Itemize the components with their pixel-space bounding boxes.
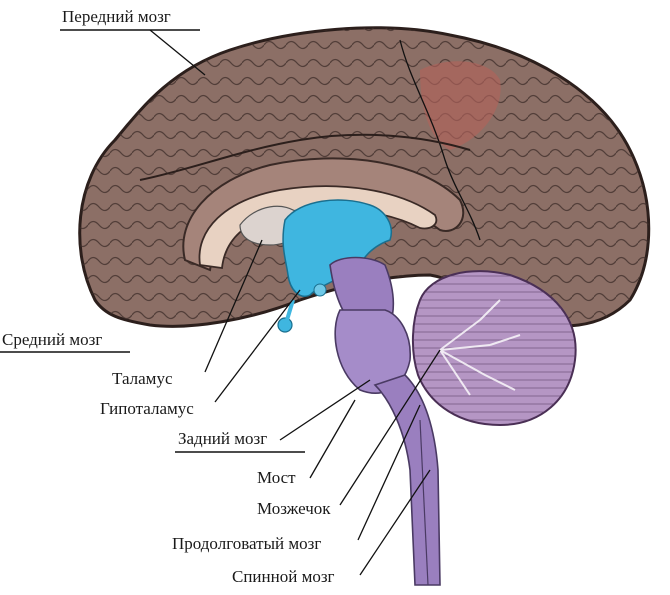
leader-cerebellum [339,349,441,506]
label-medulla: Продолговатый мозг [172,534,321,553]
pituitary-gland [277,317,293,333]
label-forebrain: Передний мозг [62,7,171,26]
label-spinal-cord: Спинной мозг [232,567,335,586]
label-cerebellum: Мозжечок [257,499,331,518]
leader-pons [309,399,356,479]
diencephalon [239,199,392,333]
medulla-spinal-cord [373,374,441,586]
leader-hindbrain [279,379,371,441]
label-hindbrain: Задний мозг [178,429,267,448]
arbor-vitae [439,299,521,396]
leader-thalamus [204,239,263,373]
label-thalamus: Таламус [112,369,173,388]
label-pons: Мост [257,468,296,487]
mammillary-body [313,283,327,297]
leader-medulla [357,404,421,541]
brainstem [329,256,441,586]
cerebellum-folia [412,271,576,425]
cerebrum [78,26,651,328]
sulcus-central [399,39,481,241]
leader-forebrain [149,29,206,76]
label-hypothalamus: Гипоталамус [100,399,194,418]
leader-spinal-cord [359,469,431,576]
sulcus-lateral [139,133,471,181]
pituitary-stalk [285,299,295,321]
central-canal [419,419,429,586]
leader-lines [149,29,441,576]
label-midbrain: Средний мозг [2,330,102,349]
leader-hypothalamus [214,289,301,403]
cortex-highlight [420,61,501,150]
cerebellum-group [411,270,577,427]
